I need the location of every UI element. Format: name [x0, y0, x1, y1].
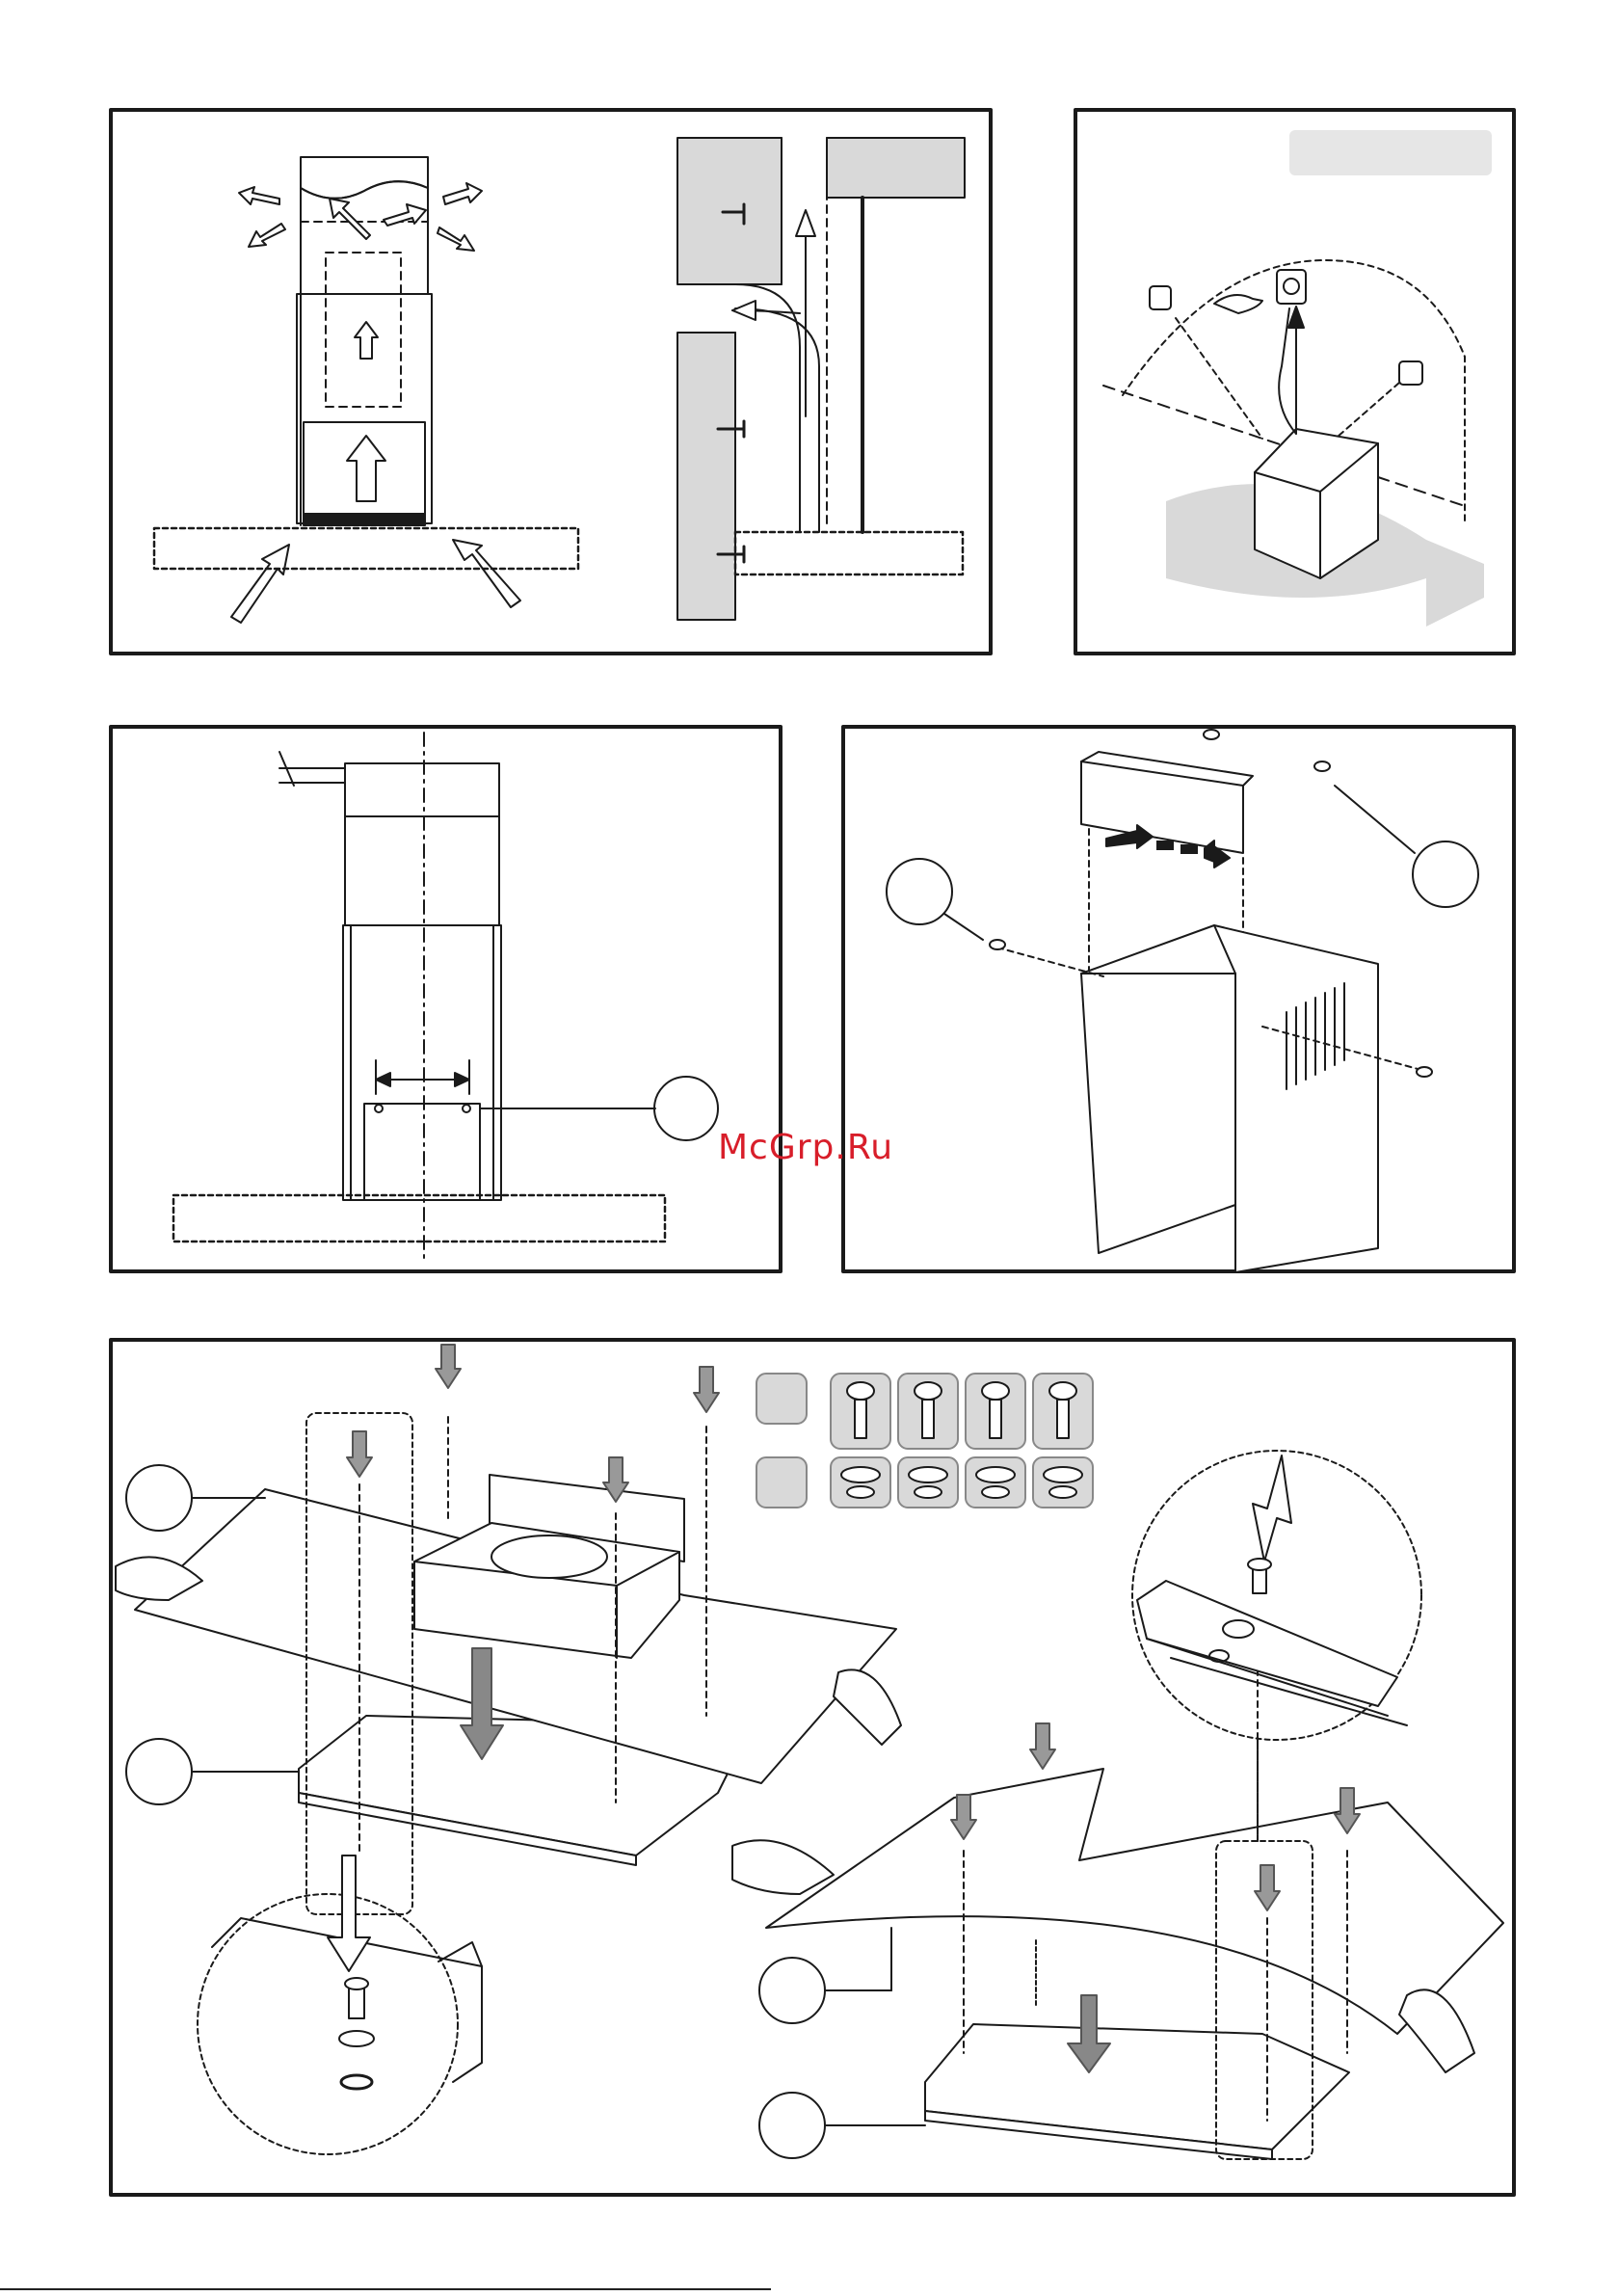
- wall-section-diagram: [677, 138, 965, 620]
- callout-circle: [759, 2093, 825, 2158]
- callout-circle: [759, 1958, 825, 2023]
- glass-panel-right: [766, 1769, 1503, 2034]
- chimney-section: [1081, 925, 1378, 1272]
- panel-electrical-connection: [1075, 110, 1514, 654]
- empty-label-box: [1289, 130, 1492, 175]
- detail-magnifier-right: [1132, 1451, 1421, 1740]
- watermark-text: McGrp.Ru: [718, 1128, 893, 1167]
- flow-arrows: [231, 183, 520, 623]
- parts-kit: [756, 1374, 1093, 1508]
- callout-circle: [1413, 841, 1478, 907]
- hand-icon: [1399, 1989, 1474, 2072]
- panel-bracket-positioning: [111, 727, 781, 1271]
- hand-icon: [834, 1669, 901, 1745]
- footer-divider: [0, 2288, 771, 2290]
- down-arrow-icon: [347, 1345, 719, 1502]
- panel-air-flow: [111, 110, 991, 654]
- callout-circle: [887, 859, 952, 924]
- hand-icon: [732, 1840, 834, 1894]
- panel-glass-assembly: [111, 1340, 1514, 2195]
- detail-magnifier-left: [198, 1855, 482, 2154]
- callout-circle: [126, 1739, 192, 1804]
- hood-body-right: [925, 2024, 1349, 2159]
- callout-circle: [126, 1465, 192, 1531]
- panel-chimney-bracket: [843, 727, 1514, 1272]
- callout-circle: [654, 1077, 718, 1140]
